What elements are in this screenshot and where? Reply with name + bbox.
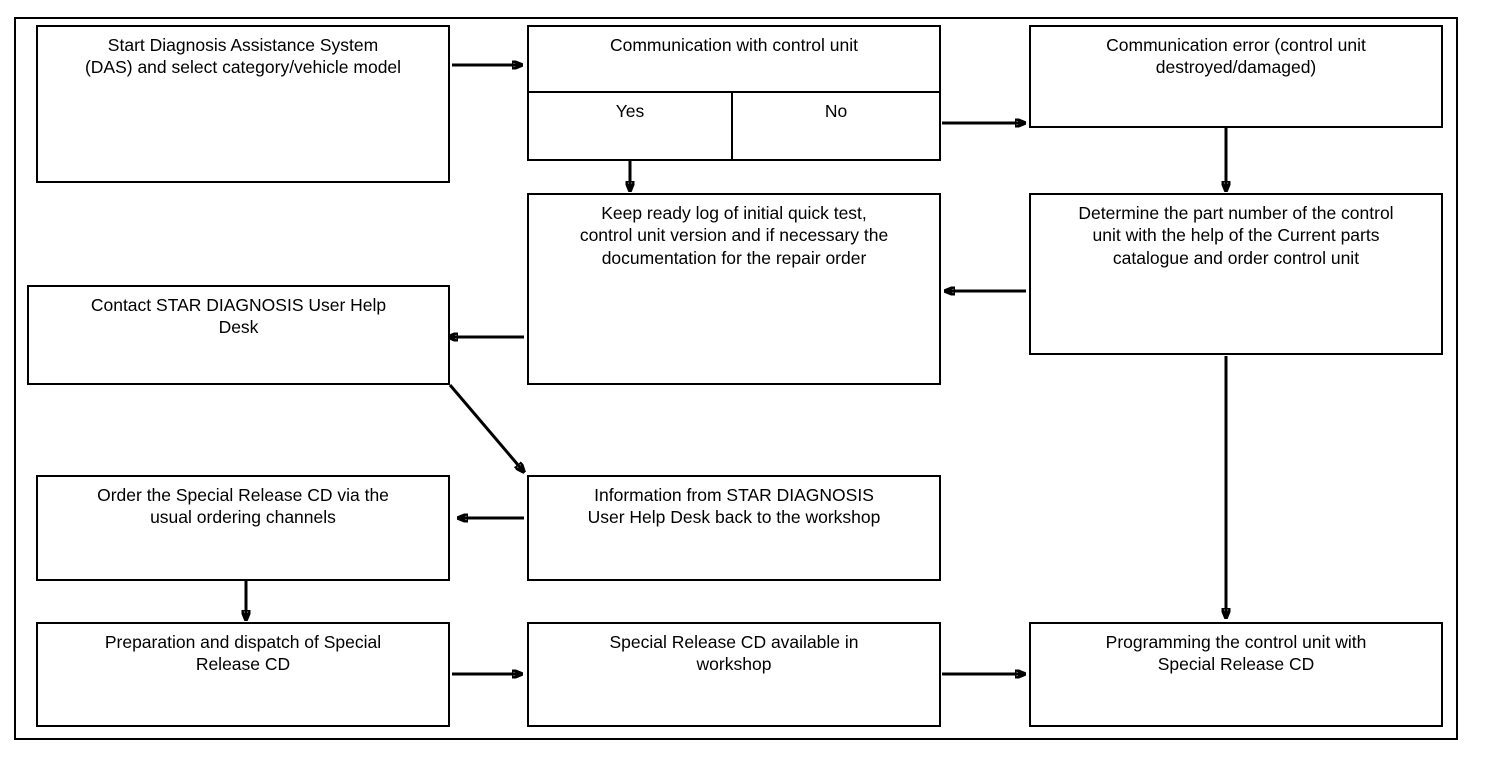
node-cd-available-in-workshop-label: Special Release CD available in workshop — [609, 632, 859, 675]
node-programming-control-unit-label: Programming the control unit with Specia… — [1105, 632, 1367, 675]
diagram-outer-border — [14, 17, 1458, 740]
node-preparation-dispatch-label: Preparation and dispatch of Special Rele… — [104, 632, 382, 675]
node-determine-part-number[interactable]: Determine the part number of the control… — [1029, 193, 1443, 355]
node-programming-control-unit[interactable]: Programming the control unit with Specia… — [1029, 622, 1443, 727]
node-keep-ready-log-label: Keep ready log of initial quick test, co… — [579, 203, 889, 268]
node-information-back-to-workshop-label: Information from STAR DIAGNOSIS User Hel… — [587, 485, 881, 528]
node-cd-available-in-workshop[interactable]: Special Release CD available in workshop — [527, 622, 941, 727]
node-start[interactable]: Start Diagnosis Assistance System (DAS) … — [36, 25, 450, 183]
node-preparation-dispatch[interactable]: Preparation and dispatch of Special Rele… — [36, 622, 450, 727]
node-determine-part-number-label: Determine the part number of the control… — [1078, 203, 1394, 268]
node-contact-helpdesk[interactable]: Contact STAR DIAGNOSIS User Help Desk — [27, 285, 450, 385]
node-contact-helpdesk-label: Contact STAR DIAGNOSIS User Help Desk — [90, 295, 387, 338]
node-communication-header: Communication with control unit — [527, 25, 941, 93]
node-order-special-release-cd-label: Order the Special Release CD via the usu… — [97, 485, 389, 528]
node-communication-decision[interactable]: Communication with control unit Yes No — [527, 25, 941, 161]
node-start-label: Start Diagnosis Assistance System (DAS) … — [84, 35, 402, 78]
node-communication-no-cell[interactable]: No — [731, 91, 941, 161]
node-order-special-release-cd[interactable]: Order the Special Release CD via the usu… — [36, 475, 450, 581]
node-keep-ready-log[interactable]: Keep ready log of initial quick test, co… — [527, 193, 941, 385]
node-communication-yes-cell[interactable]: Yes — [527, 91, 733, 161]
node-communication-error-label: Communication error (control unit destro… — [1106, 35, 1366, 78]
node-information-back-to-workshop[interactable]: Information from STAR DIAGNOSIS User Hel… — [527, 475, 941, 581]
node-communication-error[interactable]: Communication error (control unit destro… — [1029, 25, 1443, 128]
